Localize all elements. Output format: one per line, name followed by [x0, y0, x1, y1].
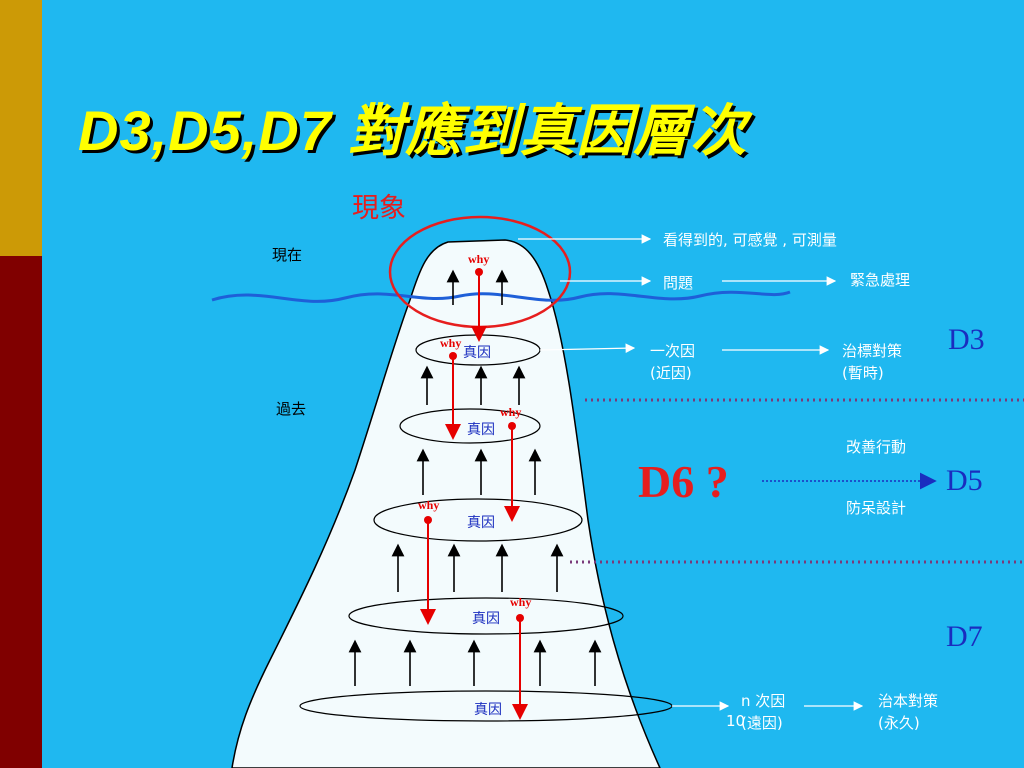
why-label-5: why: [510, 595, 532, 609]
improve-action-text: 改善行動: [846, 438, 907, 456]
true-cause-label-1: 真因: [463, 345, 491, 361]
water-line: [211, 290, 791, 303]
cause-ellipse-2: [399, 408, 541, 444]
d6-label: D6 ?: [638, 456, 729, 507]
why-label-3: why: [500, 405, 522, 419]
nth-cause-line1: n 次因: [741, 692, 786, 710]
decor-bar-gold: [0, 0, 42, 256]
primary-cause-line1: 一次因: [650, 342, 696, 360]
why-dots: [424, 268, 524, 622]
cause-ellipse-3: [373, 498, 583, 542]
visible-text: 看得到的, 可感覺 , 可測量: [663, 231, 837, 249]
nth-cause-line2: (遠因): [741, 714, 783, 732]
iceberg-shape: [231, 239, 661, 768]
urgent-text: 緊急處理: [850, 271, 911, 289]
true-cause-label-4: 真因: [472, 611, 500, 627]
why-label-2: why: [440, 336, 462, 350]
mistake-proof-text: 防呆設計: [846, 499, 907, 517]
root-action-line1: 治本對策: [878, 692, 939, 710]
cause-ellipse-4: [348, 597, 624, 635]
upward-arrows: [348, 269, 602, 686]
symptom-action-line1: 治標對策: [842, 342, 903, 360]
true-cause-label-5: 真因: [474, 702, 502, 718]
decor-bar-maroon: [0, 256, 42, 768]
d3-label: D3: [948, 323, 985, 356]
problem-text: 問題: [663, 274, 694, 292]
present-label: 現在: [272, 246, 303, 264]
d7-label: D7: [946, 620, 983, 653]
d5-label: D5: [946, 464, 983, 497]
primary-cause-line2: (近因): [650, 364, 692, 382]
true-cause-label-3: 真因: [467, 515, 495, 531]
symptom-action-line2: (暫時): [842, 364, 884, 382]
past-label: 過去: [276, 400, 307, 418]
true-cause-label-2: 真因: [467, 422, 495, 438]
root-action-line2: (永久): [878, 714, 920, 732]
why-label-1: why: [468, 252, 490, 266]
why-arrows: [420, 272, 528, 720]
slide-title: D3,D5,D7 對應到真因層次: [78, 99, 748, 162]
nth-cause-prefix: 10: [726, 712, 746, 730]
phenomenon-label: 現象: [352, 193, 406, 224]
why-label-4: why: [418, 498, 440, 512]
connector-arrows: [518, 234, 864, 711]
